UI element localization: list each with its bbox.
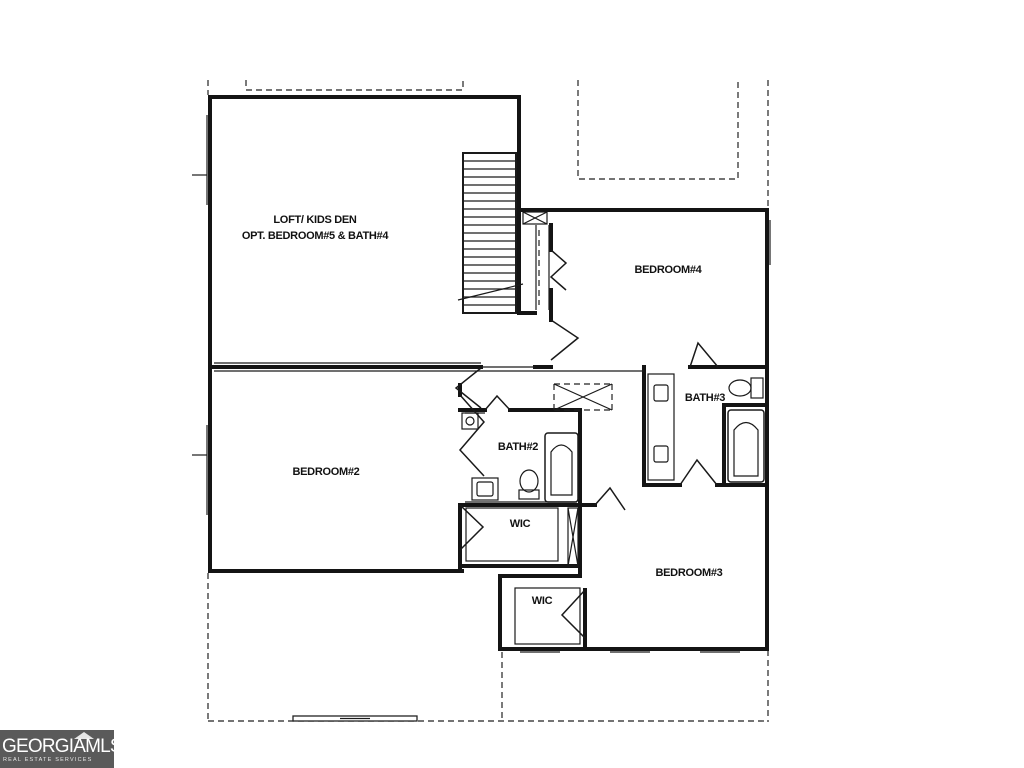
windows bbox=[192, 115, 771, 722]
label-bath3: BATH#3 bbox=[685, 392, 725, 404]
label-loft-line1: LOFT/ KIDS DEN bbox=[273, 214, 357, 226]
georgia-mls-logo: GEORGIAMLS REAL ESTATE SERVICES bbox=[0, 730, 123, 768]
label-wic-bedroom3: WIC bbox=[532, 595, 553, 607]
label-wic-bedroom2: WIC bbox=[510, 518, 531, 530]
logo-tagline: REAL ESTATE SERVICES bbox=[3, 757, 93, 763]
label-bedroom3: BEDROOM#3 bbox=[656, 567, 723, 579]
label-bath2: BATH#2 bbox=[498, 441, 538, 453]
label-bedroom2: BEDROOM#2 bbox=[293, 466, 360, 478]
label-bedroom4: BEDROOM#4 bbox=[635, 264, 703, 276]
walls bbox=[208, 95, 769, 651]
doors bbox=[454, 249, 719, 639]
logo-wordmark: GEORGIAMLS bbox=[2, 736, 123, 757]
roof-icon bbox=[74, 732, 94, 739]
fixtures bbox=[461, 373, 765, 503]
room-labels: LOFT/ KIDS DEN OPT. BEDROOM#5 & BATH#4 B… bbox=[242, 214, 726, 607]
staircase bbox=[457, 152, 524, 314]
label-loft-line2: OPT. BEDROOM#5 & BATH#4 bbox=[242, 230, 389, 242]
